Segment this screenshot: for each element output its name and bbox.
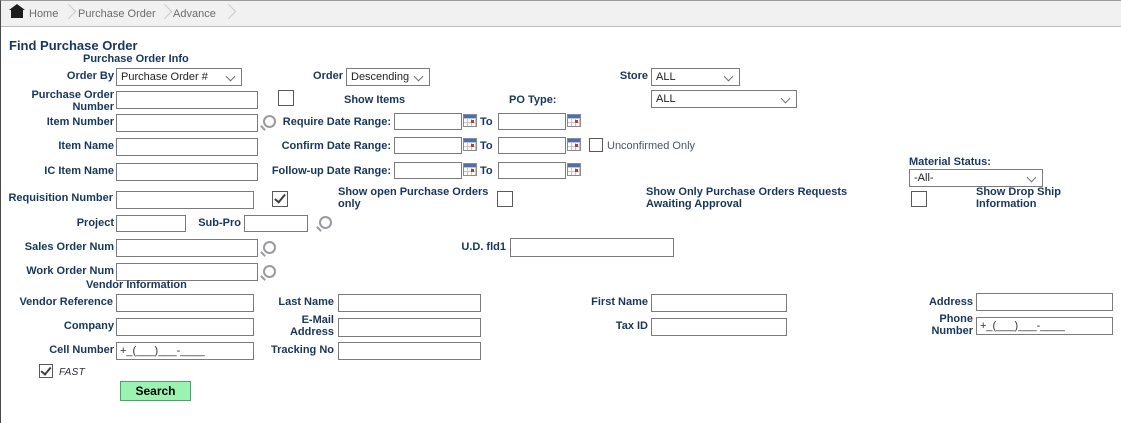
follow-up-to-label: To	[480, 165, 493, 177]
calendar-icon[interactable]	[463, 138, 477, 151]
calendar-icon[interactable]	[567, 138, 581, 151]
search-lookup-icon[interactable]	[263, 241, 276, 254]
order-label: Order	[313, 70, 343, 82]
ic-item-name-label: IC Item Name	[44, 165, 114, 177]
item-name-label: Item Name	[58, 140, 114, 152]
address-input[interactable]	[976, 293, 1113, 311]
po-type-select[interactable]: ALL	[651, 90, 797, 108]
calendar-icon[interactable]	[567, 163, 581, 176]
phone-number-input[interactable]	[976, 317, 1113, 335]
material-status-label: Material Status:	[909, 156, 991, 168]
material-status-select[interactable]: -All-	[909, 169, 1043, 187]
company-label: Company	[63, 320, 114, 332]
email-address-label: E-Mail Address	[289, 314, 334, 338]
show-open-po-label: Show open Purchase Orders only	[338, 186, 489, 210]
confirm-date-range-label: Confirm Date Range:	[281, 140, 391, 152]
confirm-date-to-input[interactable]	[498, 137, 566, 154]
unconfirmed-only-label: Unconfirmed Only	[607, 140, 696, 152]
page-title: Find Purchase Order	[9, 38, 138, 53]
sales-order-num-label: Sales Order Num	[24, 241, 114, 253]
follow-up-date-range-label: Follow-up Date Range:	[271, 165, 391, 177]
vendor-reference-input[interactable]	[116, 294, 254, 312]
confirm-date-from-input[interactable]	[394, 137, 462, 154]
phone-number-label: Phone Number	[931, 313, 973, 337]
follow-up-date-from-input[interactable]	[394, 162, 462, 179]
show-items-label: Show Items	[344, 94, 406, 106]
search-lookup-icon[interactable]	[319, 216, 332, 229]
order-by-label: Order By	[66, 70, 114, 82]
order-select[interactable]: Descending	[346, 68, 430, 86]
breadcrumb-home[interactable]: Home	[29, 8, 59, 20]
sales-order-num-input[interactable]	[116, 239, 258, 257]
requisition-number-label: Requisition Number	[8, 192, 113, 204]
show-only-awaiting-checkbox[interactable]	[497, 191, 513, 207]
section-purchase-order-info: Purchase Order Info	[83, 53, 189, 65]
cell-number-input[interactable]	[116, 342, 254, 360]
project-label: Project	[76, 217, 114, 229]
confirm-to-label: To	[480, 140, 493, 152]
cell-number-label: Cell Number	[49, 344, 114, 356]
tax-id-input[interactable]	[651, 318, 787, 336]
fast-label: FAST	[59, 367, 86, 378]
first-name-input[interactable]	[651, 294, 787, 312]
search-lookup-icon[interactable]	[263, 115, 276, 128]
store-label: Store	[619, 70, 648, 82]
section-vendor-information: Vendor Information	[86, 279, 187, 291]
store-select[interactable]: ALL	[651, 68, 740, 86]
calendar-icon[interactable]	[463, 163, 477, 176]
purchase-order-number-label: Purchase Order Number	[31, 89, 114, 113]
show-open-po-checkbox[interactable]	[272, 191, 288, 207]
tax-id-label: Tax ID	[615, 320, 648, 332]
ic-item-name-input[interactable]	[116, 163, 258, 181]
work-order-num-label: Work Order Num	[26, 265, 114, 277]
project-input[interactable]	[116, 215, 186, 232]
fast-checkbox[interactable]	[39, 364, 53, 378]
search-lookup-icon[interactable]	[263, 265, 276, 278]
require-to-label: To	[480, 116, 493, 128]
require-date-from-input[interactable]	[394, 113, 462, 130]
item-number-input[interactable]	[116, 114, 258, 132]
sub-pro-label: Sub-Pro	[198, 217, 241, 229]
ud-fld1-label: U.D. fld1	[461, 241, 506, 253]
last-name-label: Last Name	[278, 296, 334, 308]
vendor-reference-label: Vendor Reference	[19, 296, 113, 308]
chevron-right-icon	[220, 3, 237, 20]
breadcrumb: Home Purchase Order Advance	[1, 1, 1121, 27]
show-only-awaiting-label: Show Only Purchase Orders Requests Await…	[646, 186, 848, 210]
tracking-no-label: Tracking No	[271, 344, 334, 356]
require-date-to-input[interactable]	[498, 113, 566, 130]
item-name-input[interactable]	[116, 138, 258, 156]
work-order-num-input[interactable]	[116, 263, 258, 281]
search-button[interactable]: Search	[120, 381, 191, 401]
email-address-input[interactable]	[338, 318, 481, 337]
chevron-right-icon	[60, 3, 77, 20]
sub-pro-input[interactable]	[244, 215, 308, 232]
show-drop-ship-checkbox[interactable]	[911, 191, 927, 207]
po-type-label: PO Type:	[509, 94, 557, 106]
calendar-icon[interactable]	[567, 114, 581, 127]
ud-fld1-input[interactable]	[510, 238, 674, 257]
item-number-label: Item Number	[46, 116, 114, 128]
chevron-right-icon	[156, 3, 173, 20]
home-icon[interactable]	[9, 4, 25, 18]
last-name-input[interactable]	[338, 294, 481, 312]
follow-up-date-to-input[interactable]	[498, 162, 566, 179]
first-name-label: First Name	[591, 296, 648, 308]
tracking-no-input[interactable]	[338, 342, 481, 360]
show-drop-ship-label: Show Drop Ship Information	[976, 186, 1061, 210]
breadcrumb-advance[interactable]: Advance	[173, 8, 216, 20]
requisition-number-input[interactable]	[116, 191, 254, 209]
company-input[interactable]	[116, 318, 254, 336]
unconfirmed-only-checkbox[interactable]	[589, 138, 603, 152]
require-date-range-label: Require Date Range:	[282, 116, 391, 128]
purchase-order-number-input[interactable]	[116, 91, 258, 109]
breadcrumb-purchase-order[interactable]: Purchase Order	[78, 8, 156, 20]
show-items-checkbox[interactable]	[278, 90, 294, 106]
calendar-icon[interactable]	[463, 114, 477, 127]
order-by-select[interactable]: Purchase Order #	[116, 68, 242, 86]
address-label: Address	[928, 296, 973, 308]
